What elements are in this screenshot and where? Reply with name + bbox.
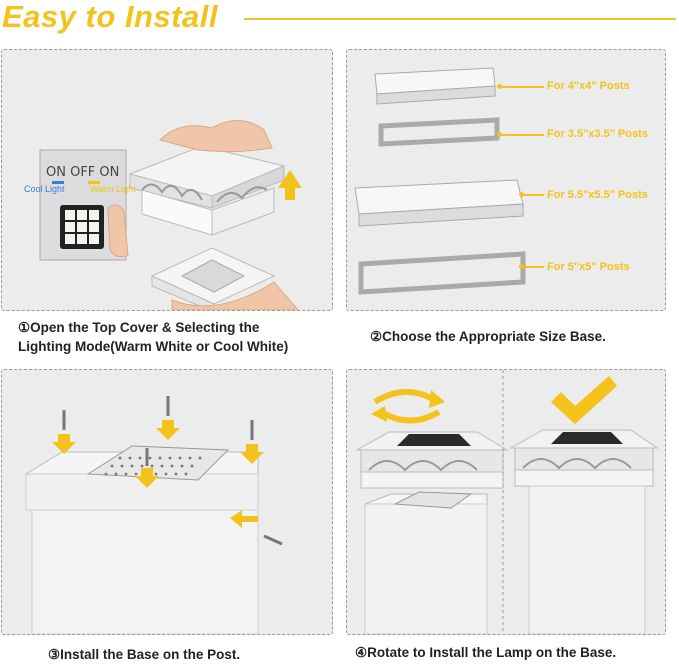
size-label-4x4: For 4"x4" Posts <box>547 80 630 92</box>
size-label-3-5x3-5: For 3.5"x3.5" Posts <box>547 128 648 140</box>
size-dot-1 <box>497 84 502 89</box>
size-line-2 <box>500 134 544 136</box>
step4-illustration <box>355 370 659 634</box>
size-line-3 <box>522 194 544 196</box>
step3-illustration <box>24 396 283 634</box>
size-dot-3 <box>519 192 524 197</box>
cool-light-label: Cool Light <box>24 184 65 194</box>
step4-panel <box>346 369 666 635</box>
size-line-4 <box>522 266 544 268</box>
step1-caption: ①Open the Top Cover & Selecting the Ligh… <box>18 318 288 356</box>
size-dot-2 <box>497 132 502 137</box>
title-underline <box>244 18 676 20</box>
step4-caption: ④Rotate to Install the Lamp on the Base. <box>355 645 617 660</box>
step3-caption: ③Install the Base on the Post. <box>48 647 241 662</box>
step2-panel <box>346 49 666 311</box>
step2-caption: ②Choose the Appropriate Size Base. <box>370 329 606 344</box>
step1-caption-line2: Lighting Mode(Warm White or Cool White) <box>18 339 289 354</box>
size-label-5-5x5-5: For 5.5"x5.5" Posts <box>547 189 648 201</box>
step1-illustration: ON OFF ON Cool Light Warm Light <box>24 120 302 310</box>
size-dot-4 <box>519 264 524 269</box>
switch-label: ON OFF ON <box>46 165 119 180</box>
size-line-1 <box>500 86 544 88</box>
size-label-5x5: For 5"x5" Posts <box>547 261 630 273</box>
step1-panel: ON OFF ON Cool Light Warm Light <box>1 49 333 311</box>
step3-panel <box>1 369 333 635</box>
page-title: Easy to Install <box>2 0 218 34</box>
warm-light-label: Warm Light <box>90 184 136 194</box>
step1-caption-line1: ①Open the Top Cover & Selecting the <box>18 320 260 335</box>
step2-illustration <box>354 67 526 295</box>
